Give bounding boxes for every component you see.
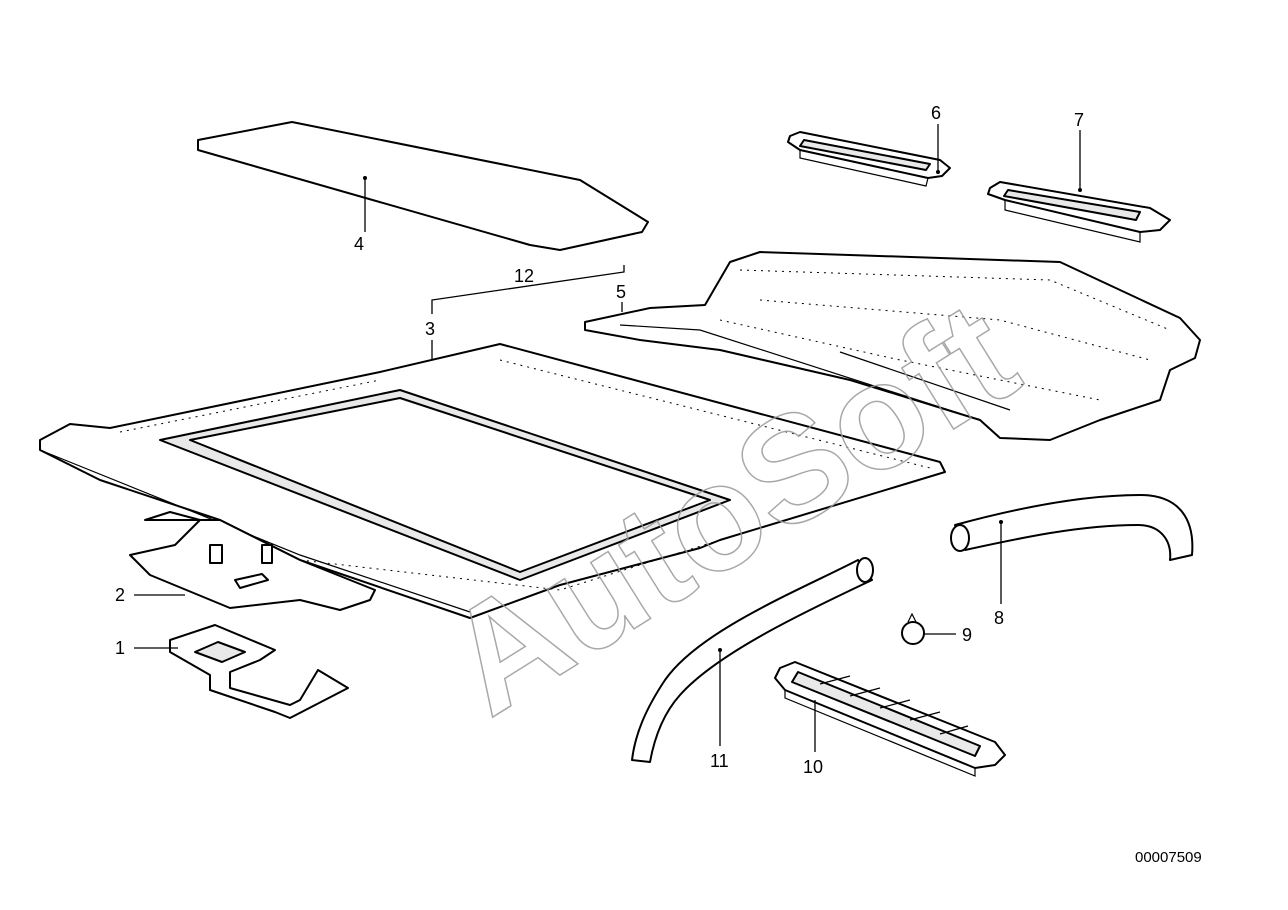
callout-5: 5: [616, 282, 626, 302]
part-7-vent: [987, 181, 1171, 243]
callout-7: 7: [1074, 110, 1084, 130]
part-5-rear-headliner: [584, 251, 1201, 441]
part-10-vent: [774, 661, 1006, 777]
part-6-vent: [787, 131, 951, 187]
callout-12: 12: [514, 266, 534, 286]
callout-8: 8: [994, 608, 1004, 628]
part-1-plate: [169, 624, 349, 719]
part-11-tube: [631, 557, 874, 763]
callout-1: 1: [115, 638, 125, 658]
part-2-bracket: [129, 511, 376, 611]
document-number: 00007509: [1135, 849, 1202, 866]
callout-10: 10: [803, 757, 823, 777]
callout-3: 3: [425, 319, 435, 339]
callout-4: 4: [354, 234, 364, 254]
part-9-clip: [901, 612, 925, 645]
callout-2: 2: [115, 585, 125, 605]
callout-11: 11: [710, 751, 729, 771]
part-8-tube: [950, 494, 1194, 561]
part-3-main-headliner: [39, 343, 946, 619]
callout-6: 6: [931, 103, 941, 123]
leader-lines: [134, 124, 1082, 752]
part-4-panel: [197, 121, 649, 251]
callout-9: 9: [962, 625, 972, 645]
